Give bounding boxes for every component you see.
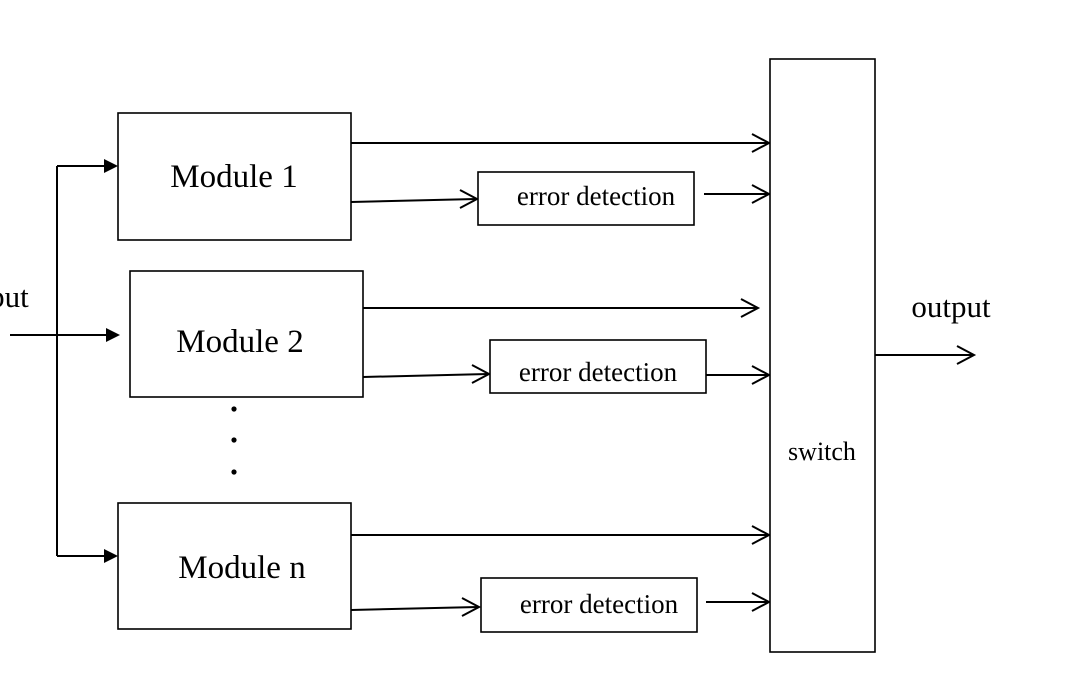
module-1-to-detector-arrowhead [459,189,480,209]
error-detection-1-to-switch-arrowhead [751,184,772,204]
module-n-output-arrowhead [751,525,772,545]
ellipsis-dot [231,406,237,412]
module-1-group: Module 1 error detection [117,112,772,241]
error-detection-n-label: error detection [520,589,679,619]
ellipsis-dot [231,437,237,443]
switch-label: switch [788,437,856,466]
module-1-output-arrowhead [751,133,772,153]
module-n-to-detector-line [350,606,479,611]
error-detection-2-to-switch-arrowhead [751,365,772,385]
output-label: output [911,289,991,324]
module-2-to-detector-arrowhead [471,364,492,384]
input-arrowhead-module-2 [106,328,120,342]
input-arrowhead-module-n [104,549,118,563]
module-2-group: Module 2 error detection [129,270,772,398]
error-detection-1-box [477,171,695,226]
error-detection-1-label: error detection [517,181,676,211]
module-n-label: Module n [178,550,305,586]
switch-box [769,58,876,653]
module-2-to-detector-line [362,373,489,378]
error-detection-2-label: error detection [519,357,678,387]
module-1-label: Module 1 [170,159,297,195]
ellipsis-dot [231,469,237,475]
module-1-box [117,112,352,241]
module-2-label: Module 2 [176,324,303,360]
module-2-box [129,270,364,398]
output-arrowhead [956,345,977,365]
error-detection-2-box [489,339,707,394]
module-2-output-arrowhead [740,298,761,318]
error-detection-n-box [480,577,698,633]
module-n-group: Module n error detection [117,502,772,633]
module-n-box [117,502,352,630]
input-label: input [0,279,29,314]
module-n-to-detector-arrowhead [461,597,482,617]
error-detection-n-to-switch-arrowhead [751,592,772,612]
input-arrowhead-module-1 [104,159,118,173]
module-1-to-detector-line [350,198,477,203]
vertical-ellipsis [231,406,237,475]
